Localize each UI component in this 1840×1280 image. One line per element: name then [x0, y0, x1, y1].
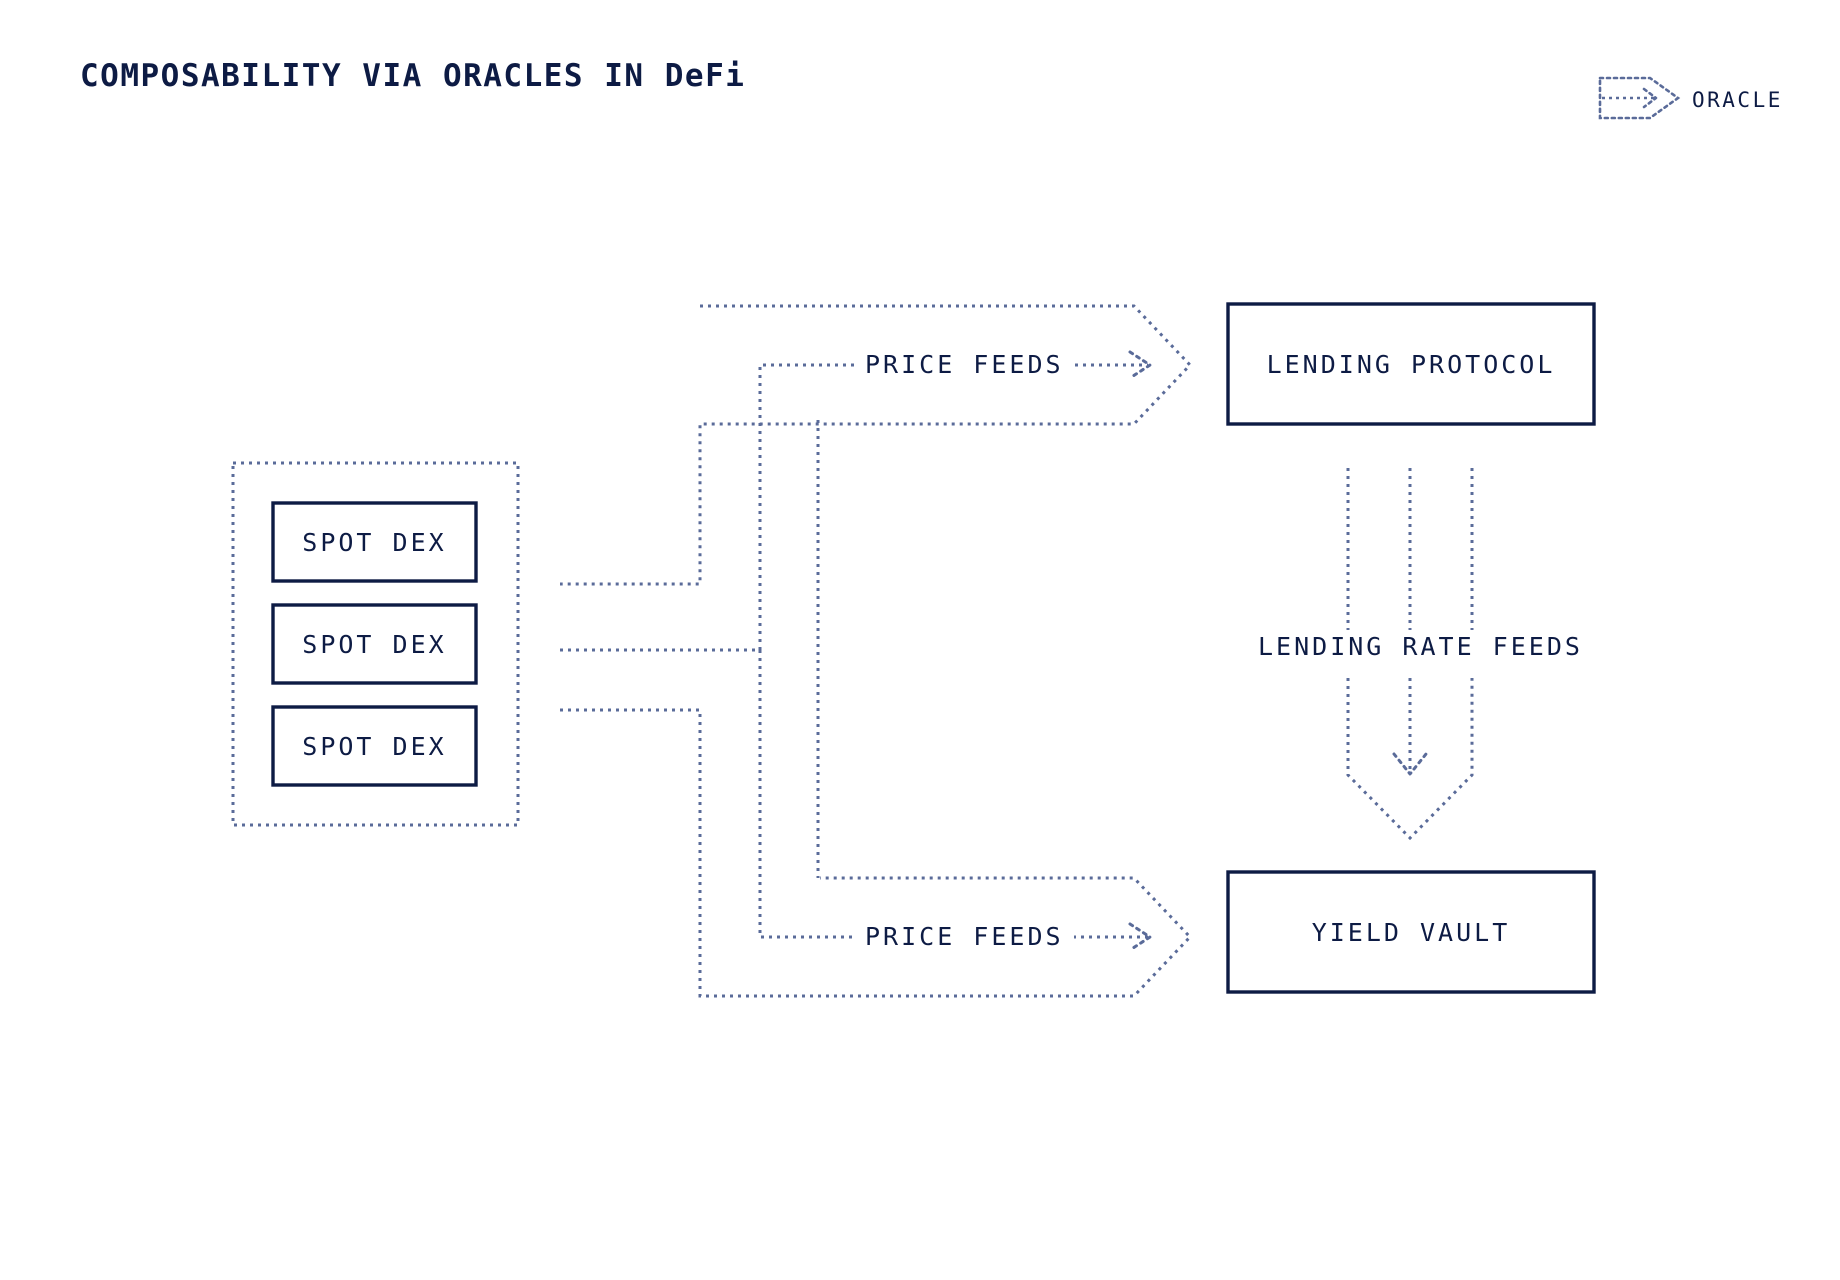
spot-dex-box-2[interactable]: [271, 603, 478, 685]
spot-dex-label-3: SPOT DEX: [302, 731, 447, 761]
spot-dex-label-1: SPOT DEX: [302, 527, 447, 557]
page-title: COMPOSABILITY VIA ORACLES IN DeFi: [80, 58, 746, 94]
flow-label-price-feeds-vault: PRICE FEEDS: [855, 922, 1074, 951]
yield-vault-box[interactable]: [1226, 870, 1596, 994]
oracle-banner-arrow-icon: [1598, 76, 1681, 120]
legend-label: ORACLE: [1692, 88, 1783, 112]
flow-label-price-feeds-lending: PRICE FEEDS: [855, 350, 1074, 379]
spot-dex-box-3[interactable]: [271, 705, 478, 787]
flow-lending-rate-feeds: [1346, 468, 1474, 841]
flow-price-feeds-lending: [560, 304, 1193, 652]
yield-vault-label: YIELD VAULT: [1311, 917, 1511, 947]
spot-dex-group-container: [231, 461, 520, 827]
flow-label-lending-rate-feeds: LENDING RATE FEEDS: [1248, 632, 1593, 661]
flow-price-feeds-vault: [560, 420, 1193, 998]
spot-dex-label-2: SPOT DEX: [302, 629, 447, 659]
lending-protocol-label: LENDING PROTOCOL: [1266, 349, 1556, 379]
lending-protocol-box[interactable]: [1226, 302, 1596, 426]
spot-dex-box-1[interactable]: [271, 501, 478, 583]
